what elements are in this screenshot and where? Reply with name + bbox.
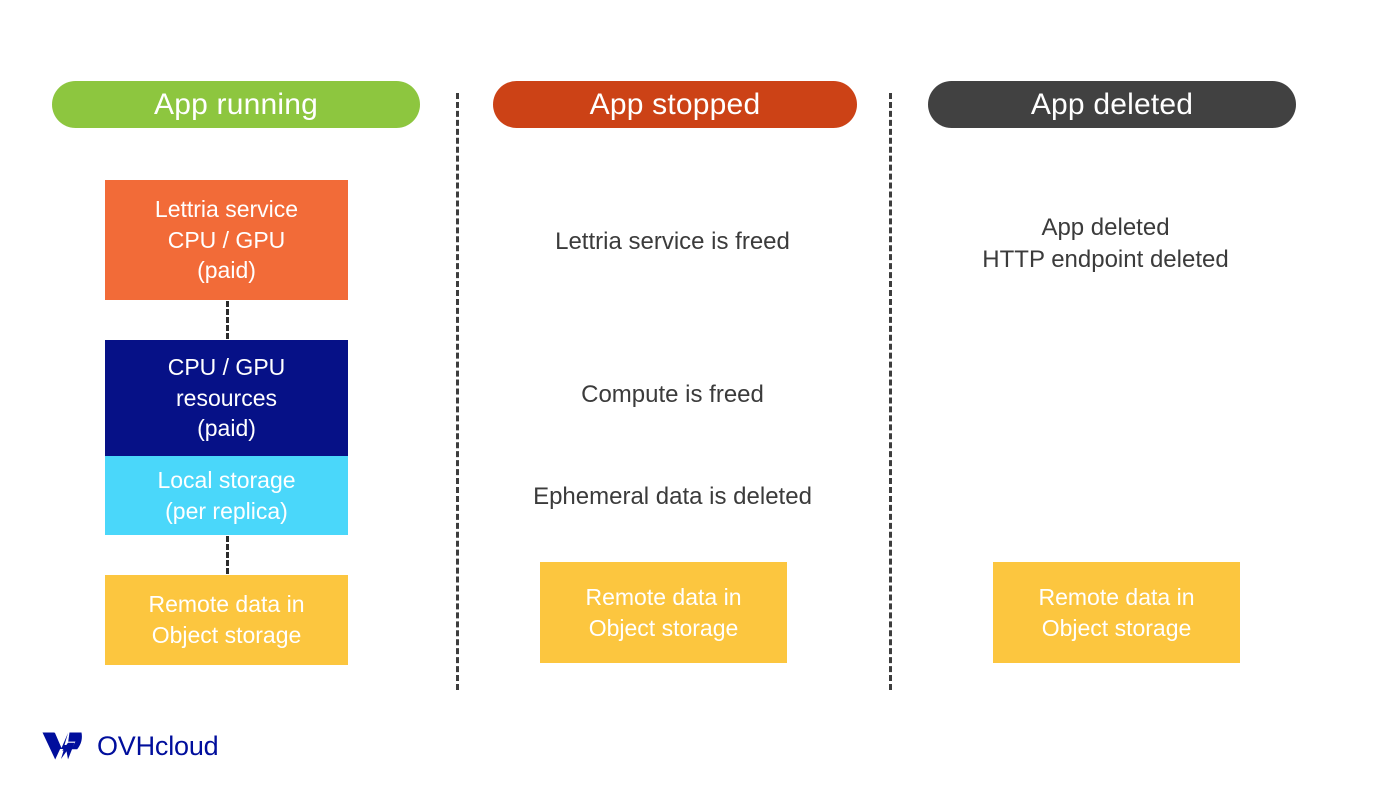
column-header-app-running: App running bbox=[52, 81, 420, 128]
box-cpu-gpu-resources-line-1: CPU / GPU bbox=[167, 354, 286, 381]
note-compute-freed: Compute is freed bbox=[456, 379, 889, 411]
column-separator-left bbox=[456, 93, 459, 690]
box-remote-object-storage-stopped: Remote data in Object storage bbox=[540, 562, 787, 663]
note-ephemeral-data-deleted: Ephemeral data is deleted bbox=[456, 481, 889, 513]
column-header-app-deleted: App deleted bbox=[928, 81, 1296, 128]
note-app-deleted: App deleted HTTP endpoint deleted bbox=[889, 212, 1322, 276]
box-lettria-service: Lettria service CPU / GPU (paid) bbox=[105, 180, 348, 300]
box-remote-object-storage-running: Remote data in Object storage bbox=[105, 575, 348, 665]
note-lettria-service-freed-line-1: Lettria service is freed bbox=[555, 228, 790, 255]
column-header-app-deleted-label: App deleted bbox=[1030, 87, 1194, 121]
box-remote-object-storage-deleted-line-2: Object storage bbox=[1041, 614, 1192, 641]
ovhcloud-logo-text: OVHcloud bbox=[97, 730, 219, 761]
box-remote-object-storage-running-line-1: Remote data in bbox=[148, 591, 305, 618]
box-lettria-service-line-1: Lettria service bbox=[154, 196, 299, 223]
box-cpu-gpu-resources-line-2: resources bbox=[176, 384, 277, 411]
column-header-app-stopped-label: App stopped bbox=[589, 87, 761, 121]
box-lettria-service-line-2: CPU / GPU bbox=[167, 226, 286, 253]
box-remote-object-storage-deleted-line-1: Remote data in bbox=[1038, 583, 1195, 610]
box-local-storage-line-1: Local storage bbox=[157, 466, 296, 493]
note-ephemeral-data-deleted-line-1: Ephemeral data is deleted bbox=[533, 483, 812, 510]
box-remote-object-storage-stopped-line-1: Remote data in bbox=[585, 583, 742, 610]
column-header-app-running-label: App running bbox=[154, 87, 318, 121]
note-app-deleted-line-2: HTTP endpoint deleted bbox=[982, 246, 1229, 274]
connector-lettria-to-cpu bbox=[226, 301, 229, 339]
box-cpu-gpu-resources-line-3: (paid) bbox=[197, 415, 256, 442]
note-app-deleted-line-1: App deleted bbox=[1041, 214, 1170, 241]
box-local-storage-line-2: (per replica) bbox=[165, 497, 288, 524]
box-local-storage: Local storage (per replica) bbox=[105, 456, 348, 535]
box-remote-object-storage-deleted: Remote data in Object storage bbox=[993, 562, 1240, 663]
note-lettria-service-freed: Lettria service is freed bbox=[456, 226, 889, 258]
box-remote-object-storage-running-line-2: Object storage bbox=[151, 622, 302, 648]
box-remote-object-storage-stopped-line-2: Object storage bbox=[588, 614, 739, 641]
note-compute-freed-line-1: Compute is freed bbox=[581, 381, 764, 408]
connector-local-to-remote bbox=[226, 536, 229, 574]
ovhcloud-logo: OVHcloud bbox=[42, 730, 219, 761]
ovhcloud-logo-icon bbox=[42, 732, 82, 760]
column-separator-right bbox=[889, 93, 892, 690]
box-lettria-service-line-3: (paid) bbox=[197, 257, 256, 284]
box-cpu-gpu-resources: CPU / GPU resources (paid) bbox=[105, 340, 348, 456]
column-header-app-stopped: App stopped bbox=[493, 81, 857, 128]
